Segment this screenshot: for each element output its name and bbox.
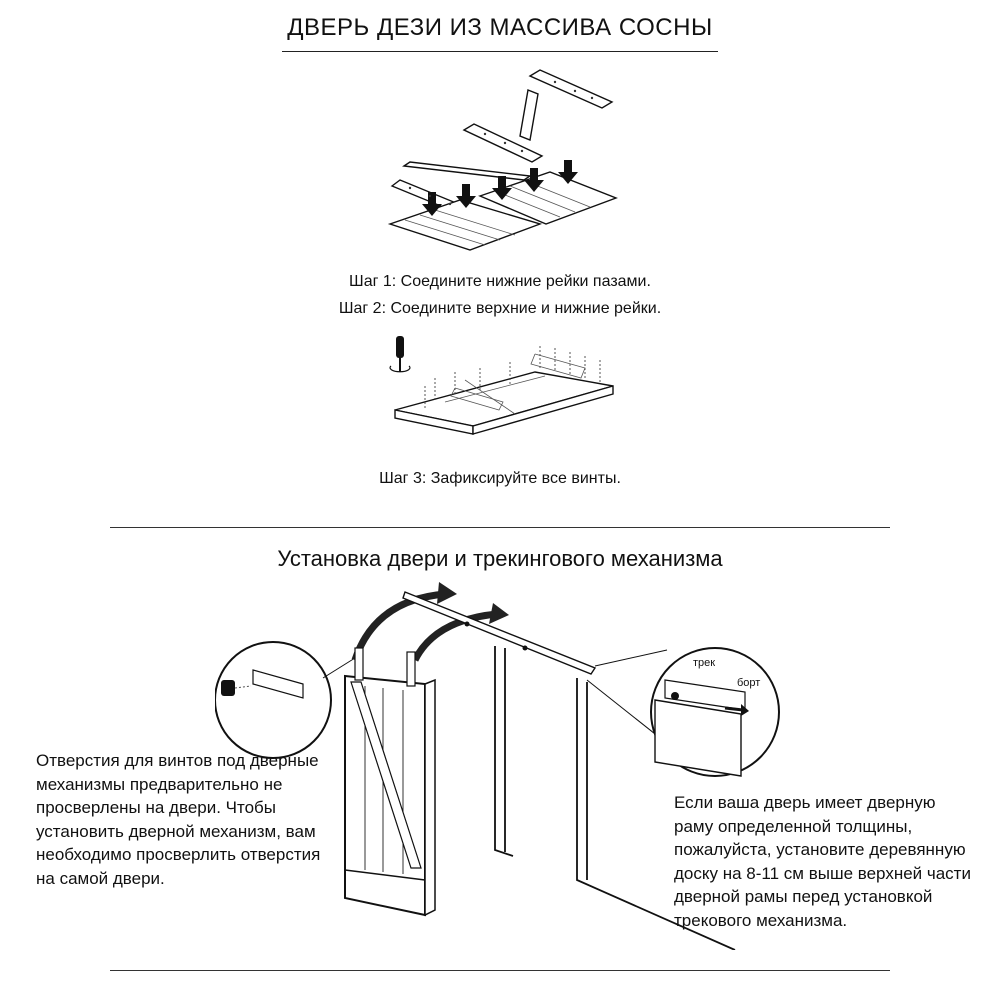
step-1-label: Шаг 1: Соедините нижние рейки пазами. — [349, 273, 651, 290]
installation-illustration: трек борт — [215, 582, 780, 950]
right-detail-circle — [650, 647, 780, 777]
page-title: ДВЕРЬ ДЕЗИ ИЗ МАССИВА СОСНЫ — [287, 14, 713, 41]
drill-icon — [221, 680, 235, 696]
note-door-frame: Если ваша дверь имеет дверную раму опред… — [674, 793, 971, 930]
bottom-divider — [110, 970, 890, 971]
section-title: Установка двери и трекингового механизма — [277, 546, 723, 571]
step-2-label: Шаг 2: Соедините верхние и нижние рейки. — [338, 300, 662, 317]
rail-board — [528, 69, 614, 109]
barn-door — [344, 647, 436, 917]
step-3-illustration — [389, 336, 614, 435]
track-rail — [402, 591, 597, 675]
label-rim: борт — [737, 677, 760, 689]
screwdriver-icon — [389, 336, 411, 373]
left-detail-circle — [215, 641, 332, 759]
step-1-2-illustration — [387, 69, 618, 251]
title-underline — [282, 51, 718, 52]
step-3-label: Шаг 3: Зафиксируйте все винты. — [379, 470, 621, 487]
wall-frame — [494, 646, 736, 950]
section-divider — [110, 527, 890, 528]
rail-board — [402, 161, 532, 181]
rail-board — [462, 123, 544, 163]
rail-board — [519, 89, 539, 141]
label-track: трек — [693, 657, 715, 669]
note-predrill: Отверстия для винтов под дверные механиз… — [36, 751, 321, 888]
